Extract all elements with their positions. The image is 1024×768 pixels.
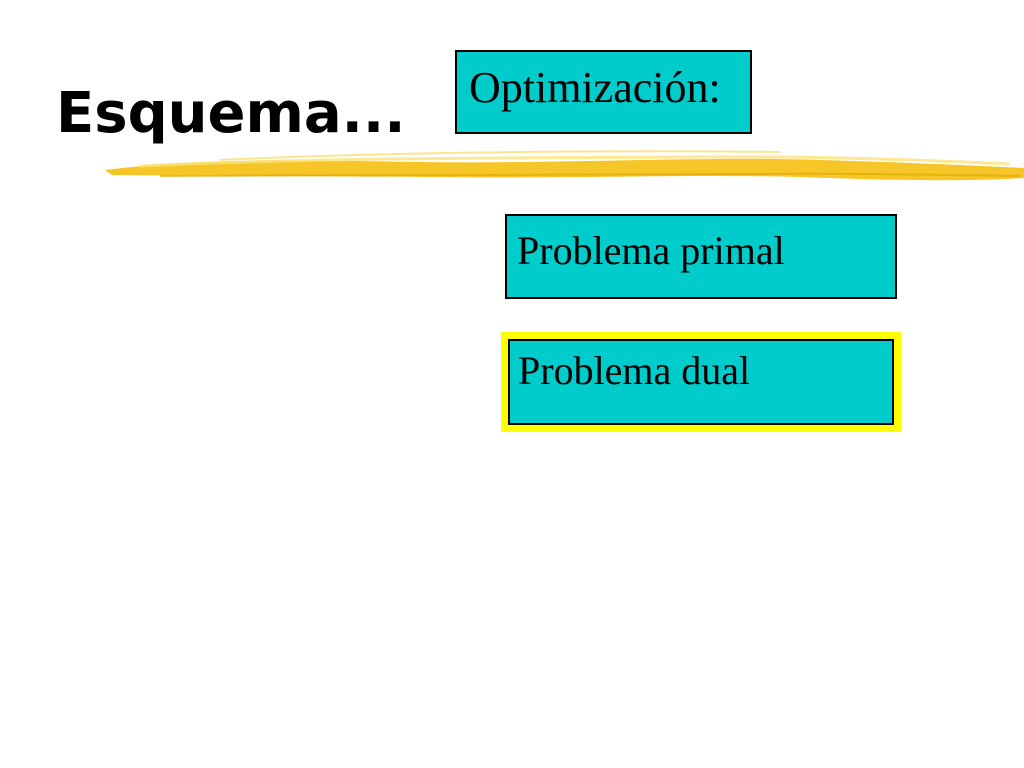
primal-problem-box: Problema primal xyxy=(505,214,897,299)
yellow-brush-underline xyxy=(105,150,1024,181)
dual-problem-inner: Problema dual xyxy=(508,339,894,425)
slide-title: Esquema... xyxy=(56,81,406,146)
optimization-header-box: Optimización: xyxy=(455,50,752,134)
optimization-label: Optimización: xyxy=(469,63,721,112)
dual-problem-label: Problema dual xyxy=(518,348,751,393)
primal-problem-label: Problema primal xyxy=(517,228,785,273)
dual-problem-box: Problema dual xyxy=(501,332,901,432)
